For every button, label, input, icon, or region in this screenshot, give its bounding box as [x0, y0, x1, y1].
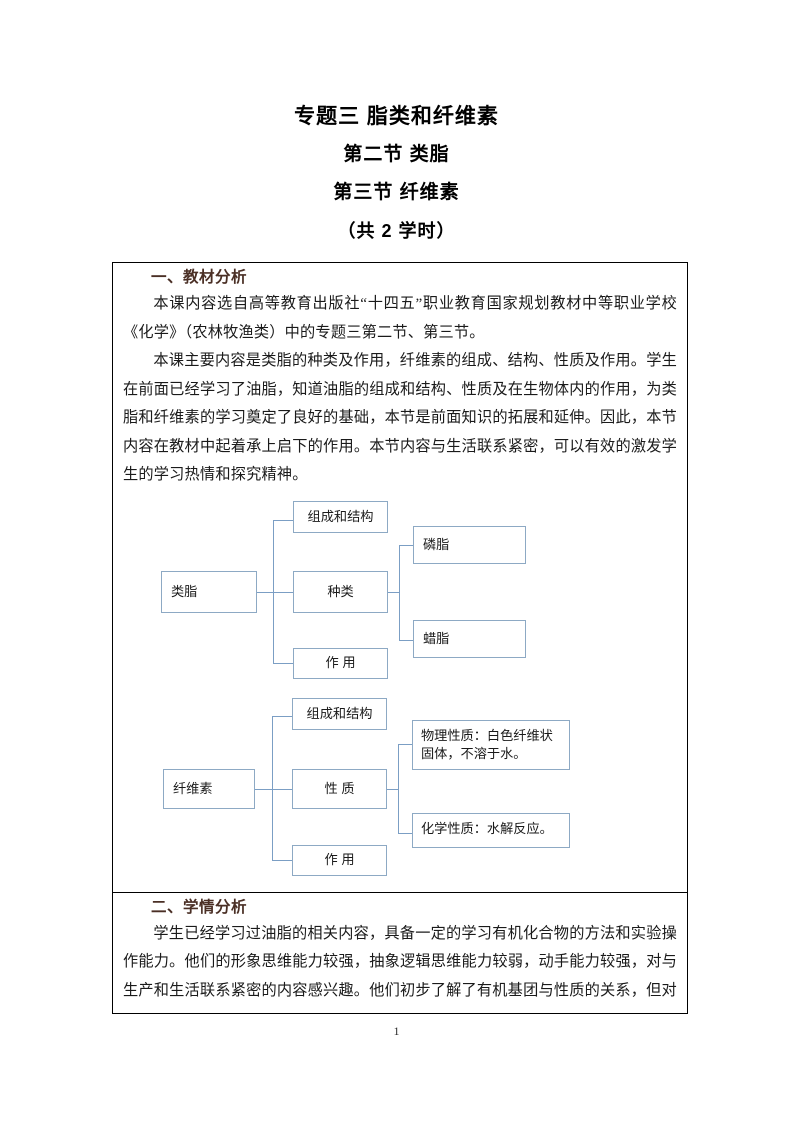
cellulose-arm-mid	[272, 788, 292, 790]
cellulose-sub-trunk	[387, 788, 398, 790]
lipid-root-node: 类脂	[161, 570, 257, 613]
lipid-sub-trunk	[388, 591, 399, 593]
cellulose-sub-arm-top	[398, 743, 412, 745]
cellulose-branch-properties: 性 质	[292, 768, 387, 809]
section-heading-2: 二、学情分析	[151, 898, 248, 916]
section-1-paragraph-1: 本课内容选自高等教育出版社“十四五”职业教育国家规划教材中等职业学校《化学》（农…	[123, 295, 677, 341]
lipid-arm-mid	[273, 591, 293, 593]
lipid-branch-function: 作 用	[293, 647, 388, 679]
lipid-trunk-connector	[257, 591, 273, 593]
lipid-sub-arm-bottom	[399, 639, 413, 641]
cellulose-sub-spine	[398, 743, 400, 834]
section-heading-1: 一、教材分析	[151, 269, 248, 286]
cellulose-branch-function: 作 用	[292, 844, 387, 876]
cellulose-sub-arm-bottom	[398, 832, 412, 834]
cellulose-subnode-chemical-properties: 化学性质：水解反应。	[412, 812, 570, 848]
lipid-sub-spine	[399, 544, 401, 641]
cellulose-subnode-physical-properties: 物理性质：白色纤维状固体，不溶于水。	[412, 719, 570, 770]
lipid-branch-types: 种类	[293, 570, 388, 613]
title-line-3: 第三节 纤维素	[333, 182, 460, 203]
document-title-block: 专题三 脂类和纤维素 第二节 类脂 第三节 纤维素 （共 2 学时）	[0, 98, 793, 250]
lipid-branch-composition: 组成和结构	[293, 500, 388, 533]
lipid-diagram: 类脂 组成和结构 种类 作 用 磷脂 蜡脂	[123, 500, 677, 686]
title-line-1: 专题三 脂类和纤维素	[294, 105, 499, 128]
cellulose-arm-top	[272, 715, 292, 717]
section-1-paragraph-2: 本课主要内容是类脂的种类及作用，纤维素的组成、结构、性质及作用。学生在前面已经学…	[123, 352, 677, 483]
cellulose-diagram: 纤维素 组成和结构 性 质 作 用 物理性质：白色纤维状固体，不溶于水。 化学性…	[123, 696, 677, 884]
lipid-arm-bottom	[273, 662, 293, 664]
title-line-hours: （共 2 学时）	[337, 221, 456, 241]
table-row-student-situation-analysis: 二、学情分析 学生已经学习过油脂的相关内容，具备一定的学习有机化合物的方法和实验…	[113, 891, 687, 1014]
cellulose-arm-bottom	[272, 859, 292, 861]
cellulose-trunk-connector	[255, 788, 272, 790]
page-number: 1	[393, 1024, 400, 1038]
lipid-subnode-phospholipid: 磷脂	[413, 525, 526, 564]
lipid-arm-top	[273, 519, 293, 521]
cellulose-spine	[272, 715, 274, 861]
title-line-2: 第二节 类脂	[343, 144, 450, 165]
table-row-teaching-material-analysis: 一、教材分析 本课内容选自高等教育出版社“十四五”职业教育国家规划教材中等职业学…	[113, 263, 687, 892]
lesson-plan-table: 一、教材分析 本课内容选自高等教育出版社“十四五”职业教育国家规划教材中等职业学…	[112, 262, 688, 1014]
cellulose-root-node: 纤维素	[163, 768, 255, 809]
lipid-subnode-wax: 蜡脂	[413, 619, 526, 658]
lipid-sub-arm-top	[399, 544, 413, 546]
cellulose-branch-composition: 组成和结构	[292, 697, 387, 730]
section-2-paragraph-1: 学生已经学习过油脂的相关内容，具备一定的学习有机化合物的方法和实验操作能力。他们…	[123, 924, 677, 999]
